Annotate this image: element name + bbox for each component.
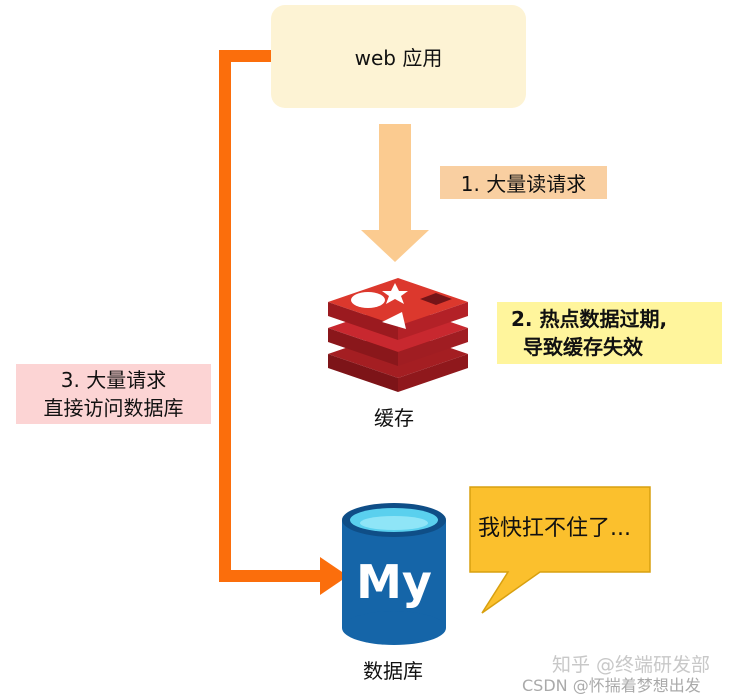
- step3-line2: 直接访问数据库: [43, 396, 184, 420]
- step2-label: 2. 热点数据过期, 导致缓存失效: [497, 302, 722, 364]
- mysql-logo-text: My: [356, 555, 432, 609]
- watermark-csdn: CSDN @怀揣着梦想出发: [522, 676, 701, 695]
- read-request-arrow-icon: [361, 124, 429, 262]
- redis-logo-icon: [328, 278, 468, 392]
- cache-caption: 缓存: [374, 406, 414, 430]
- step2-line1: 2. 热点数据过期,: [511, 307, 668, 331]
- mysql-database-icon: My: [342, 503, 446, 645]
- step3-line1: 3. 大量请求: [60, 368, 167, 392]
- web-app-node: web 应用: [271, 5, 526, 108]
- watermark-zhihu: 知乎 @终端研发部: [552, 654, 711, 676]
- speech-bubble: [469, 486, 651, 614]
- step2-line2: 导致缓存失效: [523, 335, 643, 359]
- direct-db-path: [219, 50, 325, 582]
- step1-label: 1. 大量读请求: [440, 166, 607, 199]
- step3-label: 3. 大量请求 直接访问数据库: [16, 364, 211, 424]
- speech-bubble-text: 我快扛不住了...: [478, 516, 631, 541]
- database-caption: 数据库: [363, 659, 423, 683]
- direct-db-arrowhead-icon: [320, 557, 348, 595]
